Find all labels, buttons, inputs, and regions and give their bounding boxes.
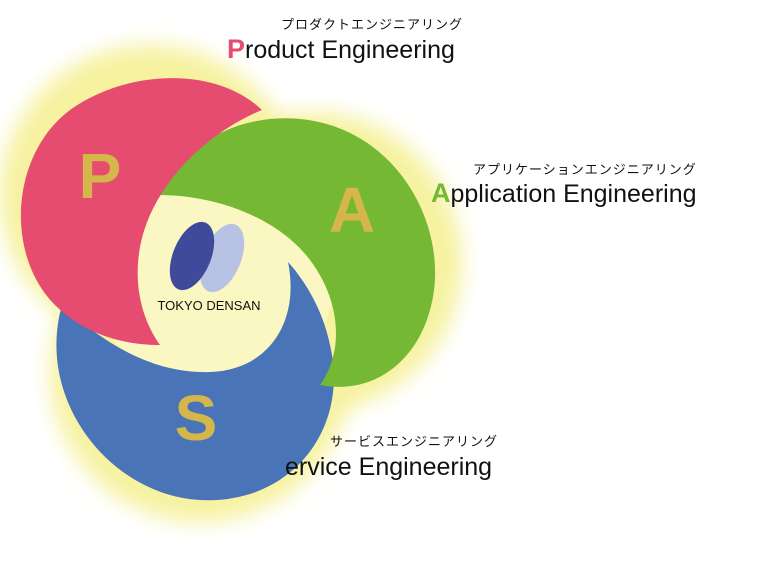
segment-letter-s: S xyxy=(175,382,218,454)
product-segment xyxy=(20,78,262,345)
application-segment xyxy=(158,118,436,387)
segment-letter-p: P xyxy=(79,140,122,212)
service-initial: S xyxy=(267,451,286,481)
segment-letter-a: A xyxy=(329,174,375,246)
product-kana-label: プロダクトエンジニアリング xyxy=(281,18,464,33)
product-label-rest: roduct Engineering xyxy=(245,36,455,64)
application-initial: A xyxy=(431,178,451,208)
service-segment xyxy=(56,262,334,501)
service-engineering-label: Service Engineering xyxy=(267,451,492,482)
application-engineering-label: Application Engineering xyxy=(431,178,697,209)
service-kana-label: サービスエンジニアリング xyxy=(330,435,499,450)
product-initial: P xyxy=(227,34,246,64)
product-engineering-label: Product Engineering xyxy=(227,34,455,65)
overlapping-ellipses-logo-icon xyxy=(169,221,245,293)
logo-text: TOKYO DENSAN xyxy=(157,298,260,313)
service-label-rest: ervice Engineering xyxy=(285,453,493,481)
application-label-rest: pplication Engineering xyxy=(450,180,697,208)
application-kana-label: アプリケーションエンジニアリング xyxy=(473,163,697,178)
